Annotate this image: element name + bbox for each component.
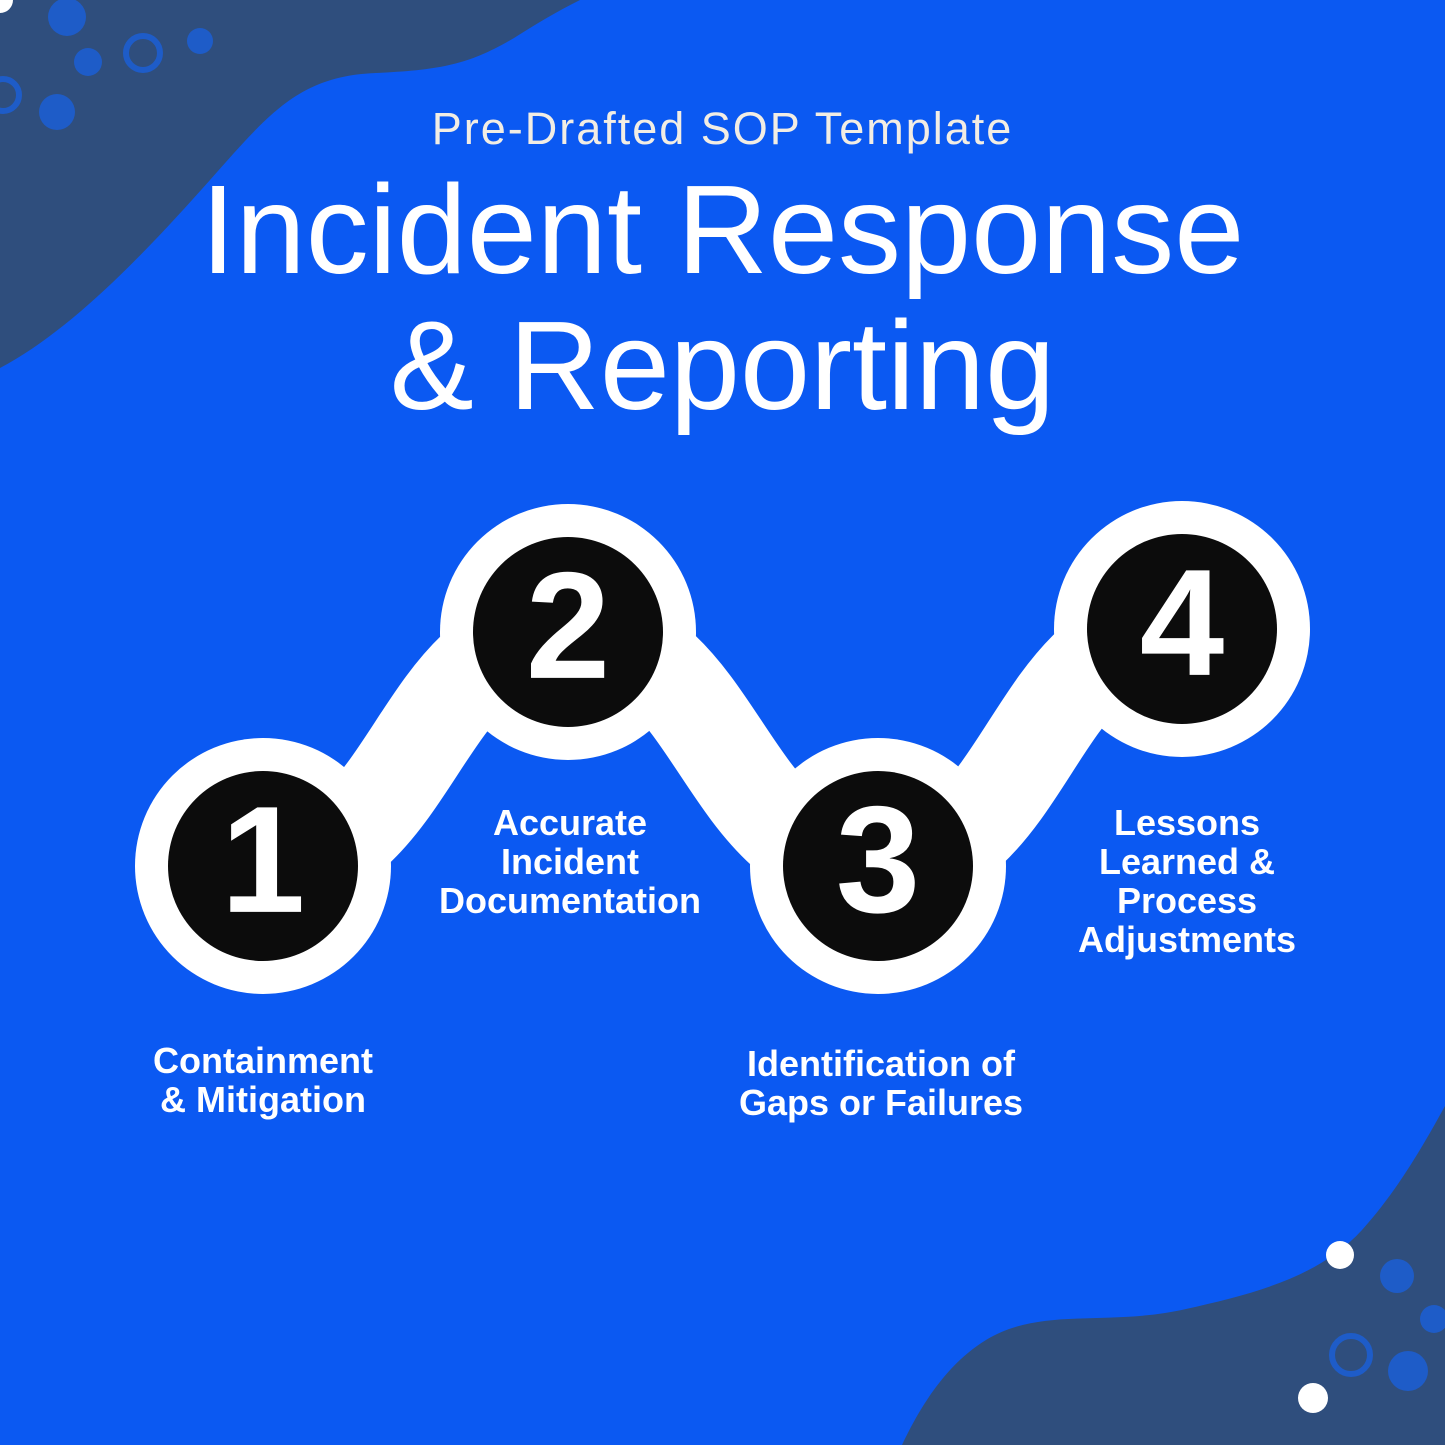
step-3-label-line: Identification of (747, 1043, 1015, 1084)
step-1-label-line: Containment (153, 1040, 373, 1081)
process-wave-connector (260, 580, 1185, 915)
page-title: Incident Response & Reporting (0, 162, 1445, 434)
corner-blob-bottom-right (902, 1106, 1445, 1445)
step-2-circle (473, 537, 663, 727)
decor-dots-top-left (0, 0, 213, 130)
step-4-label-line: Learned & (1098, 841, 1276, 882)
decor-ring (0, 76, 22, 114)
step-1-circle (168, 771, 358, 961)
page-title-line1: Incident Response (200, 159, 1245, 300)
step-4-circle (1087, 534, 1277, 724)
step-3-number: 3 (835, 774, 921, 945)
decor-dot (1420, 1305, 1445, 1333)
step-1-label-line: & Mitigation (160, 1079, 366, 1120)
subtitle: Pre-Drafted SOP Template (431, 103, 1014, 154)
step-2-label-line: Accurate (492, 802, 648, 843)
decor-dot (1388, 1351, 1428, 1391)
decor-dot (187, 28, 213, 54)
step-1-number: 1 (220, 774, 306, 945)
corner-blob-top-left (0, 0, 580, 368)
decor-dots-bottom-right (1298, 1241, 1445, 1413)
decor-dot (74, 48, 102, 76)
step-4-number: 4 (1139, 537, 1225, 708)
step-4-label-line: Process (1116, 880, 1258, 921)
step-2-label: Accurate Incident Documentation (439, 803, 701, 920)
decor-dot (1298, 1383, 1328, 1413)
decor-dot (48, 0, 86, 36)
decor-dot (1326, 1241, 1354, 1269)
step-4-label: Lessons Learned & Process Adjustments (1078, 803, 1296, 959)
step-2-label-line: Documentation (438, 880, 702, 921)
step-4-label-line: Lessons (1113, 802, 1261, 843)
step-4-label-line: Adjustments (1077, 919, 1297, 960)
step-3-circle (783, 771, 973, 961)
page-title-line2: & Reporting (389, 295, 1056, 436)
step-2-number: 2 (525, 540, 611, 711)
step-3-label: Identification of Gaps or Failures (739, 1044, 1023, 1122)
decor-dot (39, 94, 75, 130)
step-1-label: Containment & Mitigation (153, 1041, 373, 1119)
step-3-label-line: Gaps or Failures (738, 1082, 1024, 1123)
decor-dot (1380, 1259, 1414, 1293)
step-2-label-line: Incident (500, 841, 640, 882)
decor-ring (123, 33, 163, 73)
decor-dot (0, 0, 13, 13)
decor-ring (1329, 1333, 1373, 1377)
